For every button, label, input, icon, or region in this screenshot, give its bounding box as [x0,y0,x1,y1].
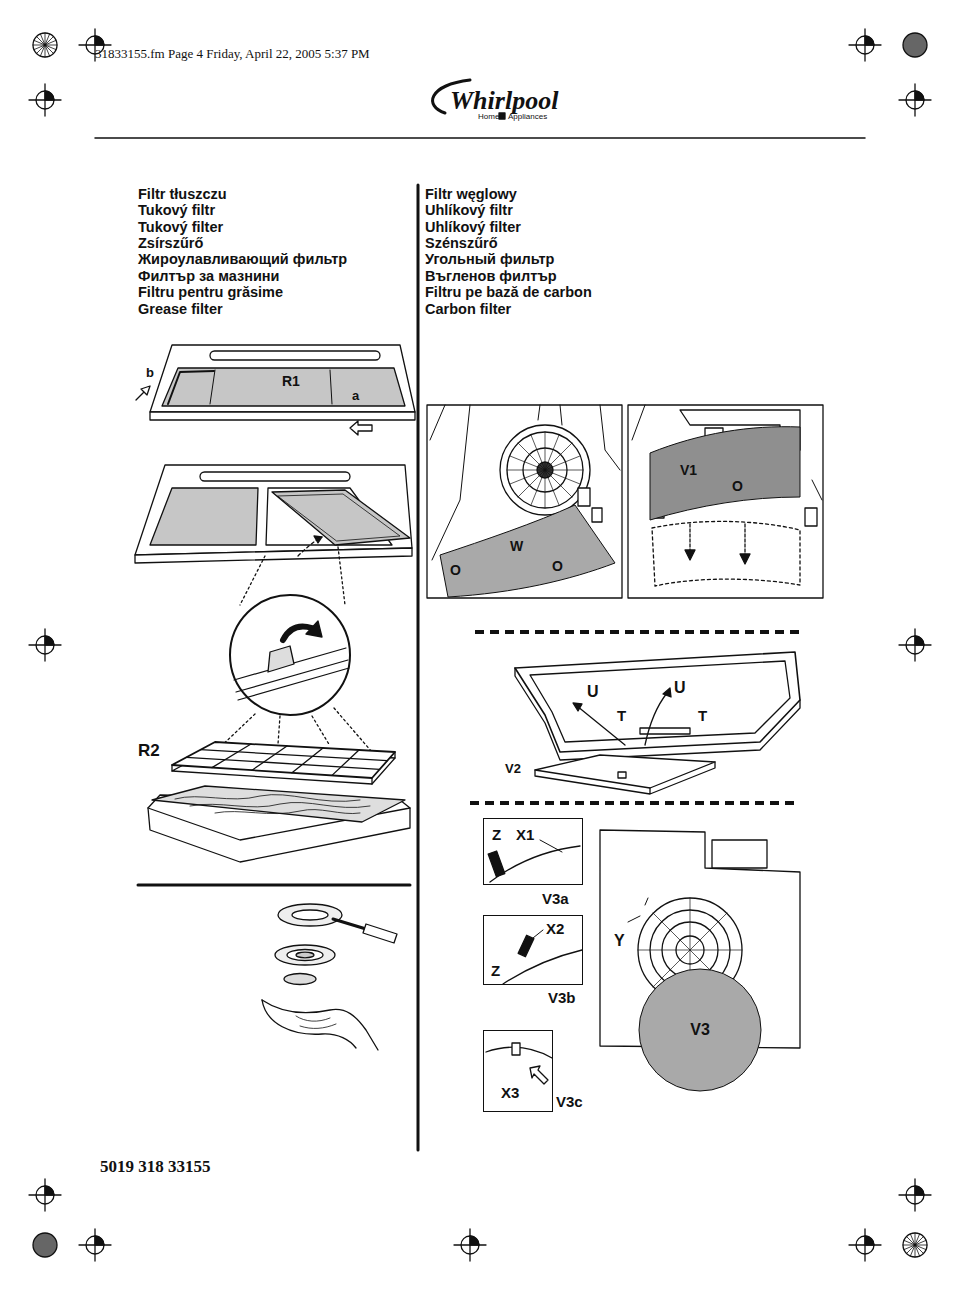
section-heading: Filtr tłuszczu [138,187,227,202]
section-heading: Szénszűrő [425,236,498,251]
dashed-separator [470,801,800,805]
section-heading: Tukový filter [138,220,223,235]
callout-label: T [698,708,707,723]
part-number: 5019 318 33155 [100,1158,211,1175]
callout-label: U [587,684,599,700]
crop-marks [29,29,931,1261]
section-heading: Grease filter [138,302,223,317]
filter-outline [650,427,800,520]
brand-tagline: Appliances [508,113,547,121]
filter-mat [148,786,410,862]
disc-outline [639,969,761,1091]
section-heading: Въгленов филтър [425,269,557,284]
part-letter: W [510,539,523,553]
part-letter: X2 [546,921,564,936]
detail-inset: Z X1 [483,818,583,885]
zoom-detail [215,595,372,752]
callout-label: V3a [542,891,569,906]
callout-label: R2 [138,742,160,759]
carbon-filter-band-shape [650,425,800,520]
section-heading: Filtru pe bază de carbon [425,285,592,300]
lamp-removal [262,904,397,1050]
file-header: 31833155.fm Page 4 Friday, April 22, 200… [95,47,370,60]
column-divider [417,185,420,1150]
callout-label: Y [614,933,625,949]
brand-logo: Whirlpool [450,88,558,114]
part-letter: Z [491,963,500,978]
carbon-filter-band: V1O [650,425,800,520]
hood-grease-filter [136,345,415,435]
filter-outline [440,505,615,597]
dashed-separator [475,630,805,634]
callout-label: V3c [556,1094,583,1109]
section-heading: Uhlíkový filtr [425,203,513,218]
section-heading: Tukový filtr [138,203,215,218]
header-rule [95,137,865,139]
callout-label: U [674,680,686,696]
part-letter: Z [492,827,501,842]
section-heading: Zsírszűrő [138,236,203,251]
callout-label: a [352,389,359,402]
section-heading: Filtr węglowy [425,187,517,202]
detail-inset: X3 [483,1030,553,1112]
section-heading: Филтър за мазнини [138,269,280,284]
callout-label: b [146,366,154,379]
hood-lamp-cover [515,652,800,794]
part-letter: O [732,479,743,493]
carbon-filter-step1 [427,405,622,598]
carbon-filter-cover: O W O [440,505,615,597]
callout-label: V3b [548,990,576,1005]
callout-label: V2 [505,762,521,775]
carbon-filter-cover-shape [440,505,615,597]
part-letter: X3 [501,1085,519,1100]
section-heading: Угольный фильтр [425,252,554,267]
callout-label: T [617,708,626,723]
part-letter: X1 [516,827,534,842]
part-letter: O [450,563,461,577]
section-heading: Uhlíkový filter [425,220,521,235]
section-heading: Жироулавливающий фильтр [138,252,347,267]
detail-inset: X2Z [483,915,583,985]
carbon-filter-disc: V3 [638,968,762,1092]
part-letter: V1 [680,463,697,477]
part-letter: V3 [690,1022,710,1038]
part-letter: O [552,559,563,573]
section-heading: Filtru pentru grăsime [138,285,283,300]
brand-tagline: Home [478,113,499,121]
hood-filter-removed [135,465,412,605]
metal-grille [172,742,395,784]
inset-details [486,840,582,1084]
section-rule [138,884,410,887]
carbon-filter-step2 [628,405,823,598]
callout-label: R1 [282,374,300,388]
section-heading: Carbon filter [425,302,511,317]
